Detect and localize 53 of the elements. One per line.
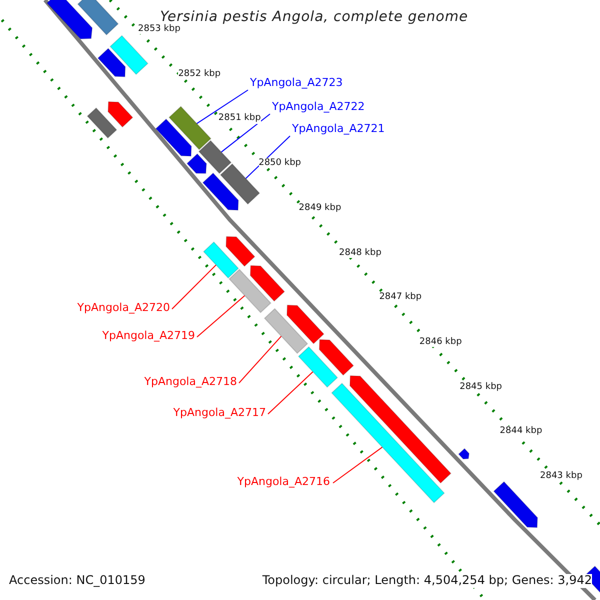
gene-name-label: YpAngola_A2722 — [272, 101, 365, 114]
gene-block — [108, 101, 134, 128]
gene-block — [298, 346, 338, 388]
gene-block — [264, 308, 308, 354]
gene-name-label: YpAngola_A2716 — [237, 476, 330, 489]
gene-block — [226, 236, 256, 267]
gene-block — [458, 448, 470, 460]
leader-line — [238, 336, 282, 384]
gene-block — [198, 140, 232, 174]
scale-label: 2852 kbp — [178, 68, 221, 80]
genome-info-text: Topology: circular; Length: 4,504,254 bp; Genes: 3,942 — [262, 574, 592, 588]
gene-name-label: YpAngola_A2723 — [250, 77, 343, 90]
gene-name-label: YpAngola_A2717 — [173, 407, 266, 420]
gene-block — [220, 163, 260, 205]
scale-label: 2845 kbp — [460, 382, 502, 392]
gene-block — [46, 0, 93, 40]
gene-name-label: YpAngola_A2718 — [144, 376, 237, 389]
scale-label: 2847 kbp — [379, 292, 422, 303]
scale-label: 2853 kbp — [138, 24, 180, 34]
accession-text: Accession: NC_010159 — [9, 574, 146, 588]
leader-line — [268, 371, 314, 414]
gene-block — [168, 106, 212, 150]
gene-name-label: YpAngola_A2719 — [102, 330, 195, 343]
leader-line — [220, 114, 270, 153]
leader-line — [196, 295, 246, 338]
leader-line — [196, 90, 248, 124]
gene-block — [318, 339, 354, 376]
gene-block — [250, 265, 286, 302]
gene-block — [228, 268, 272, 314]
gene-block — [186, 153, 207, 174]
leader-line — [172, 264, 217, 310]
scale-label: 2843 kbp — [540, 471, 582, 482]
gene-name-label: YpAngola_A2721 — [292, 123, 385, 136]
scale-label: 2851 kbp — [218, 113, 261, 124]
gene-block — [286, 304, 325, 344]
gene-name-label: YpAngola_A2720 — [77, 302, 170, 315]
scale-label: 2844 kbp — [500, 426, 542, 437]
gene-block — [155, 118, 192, 157]
gene-block — [331, 382, 445, 504]
gene-block — [202, 172, 239, 211]
gene-block — [202, 241, 240, 279]
scale-label: 2846 kbp — [419, 336, 462, 348]
scale-label: 2848 kbp — [339, 248, 382, 258]
gene-block — [493, 481, 538, 528]
gene-block — [86, 107, 118, 139]
gene-block — [77, 0, 119, 36]
scale-label: 2850 kbp — [258, 158, 301, 168]
leader-line — [332, 446, 383, 484]
title: Yersinia pestis Angola, complete genome — [160, 9, 468, 25]
gene-block — [109, 34, 149, 76]
gene-block — [97, 48, 126, 78]
scale-label: 2849 kbp — [298, 202, 342, 214]
gene-block — [349, 375, 452, 484]
